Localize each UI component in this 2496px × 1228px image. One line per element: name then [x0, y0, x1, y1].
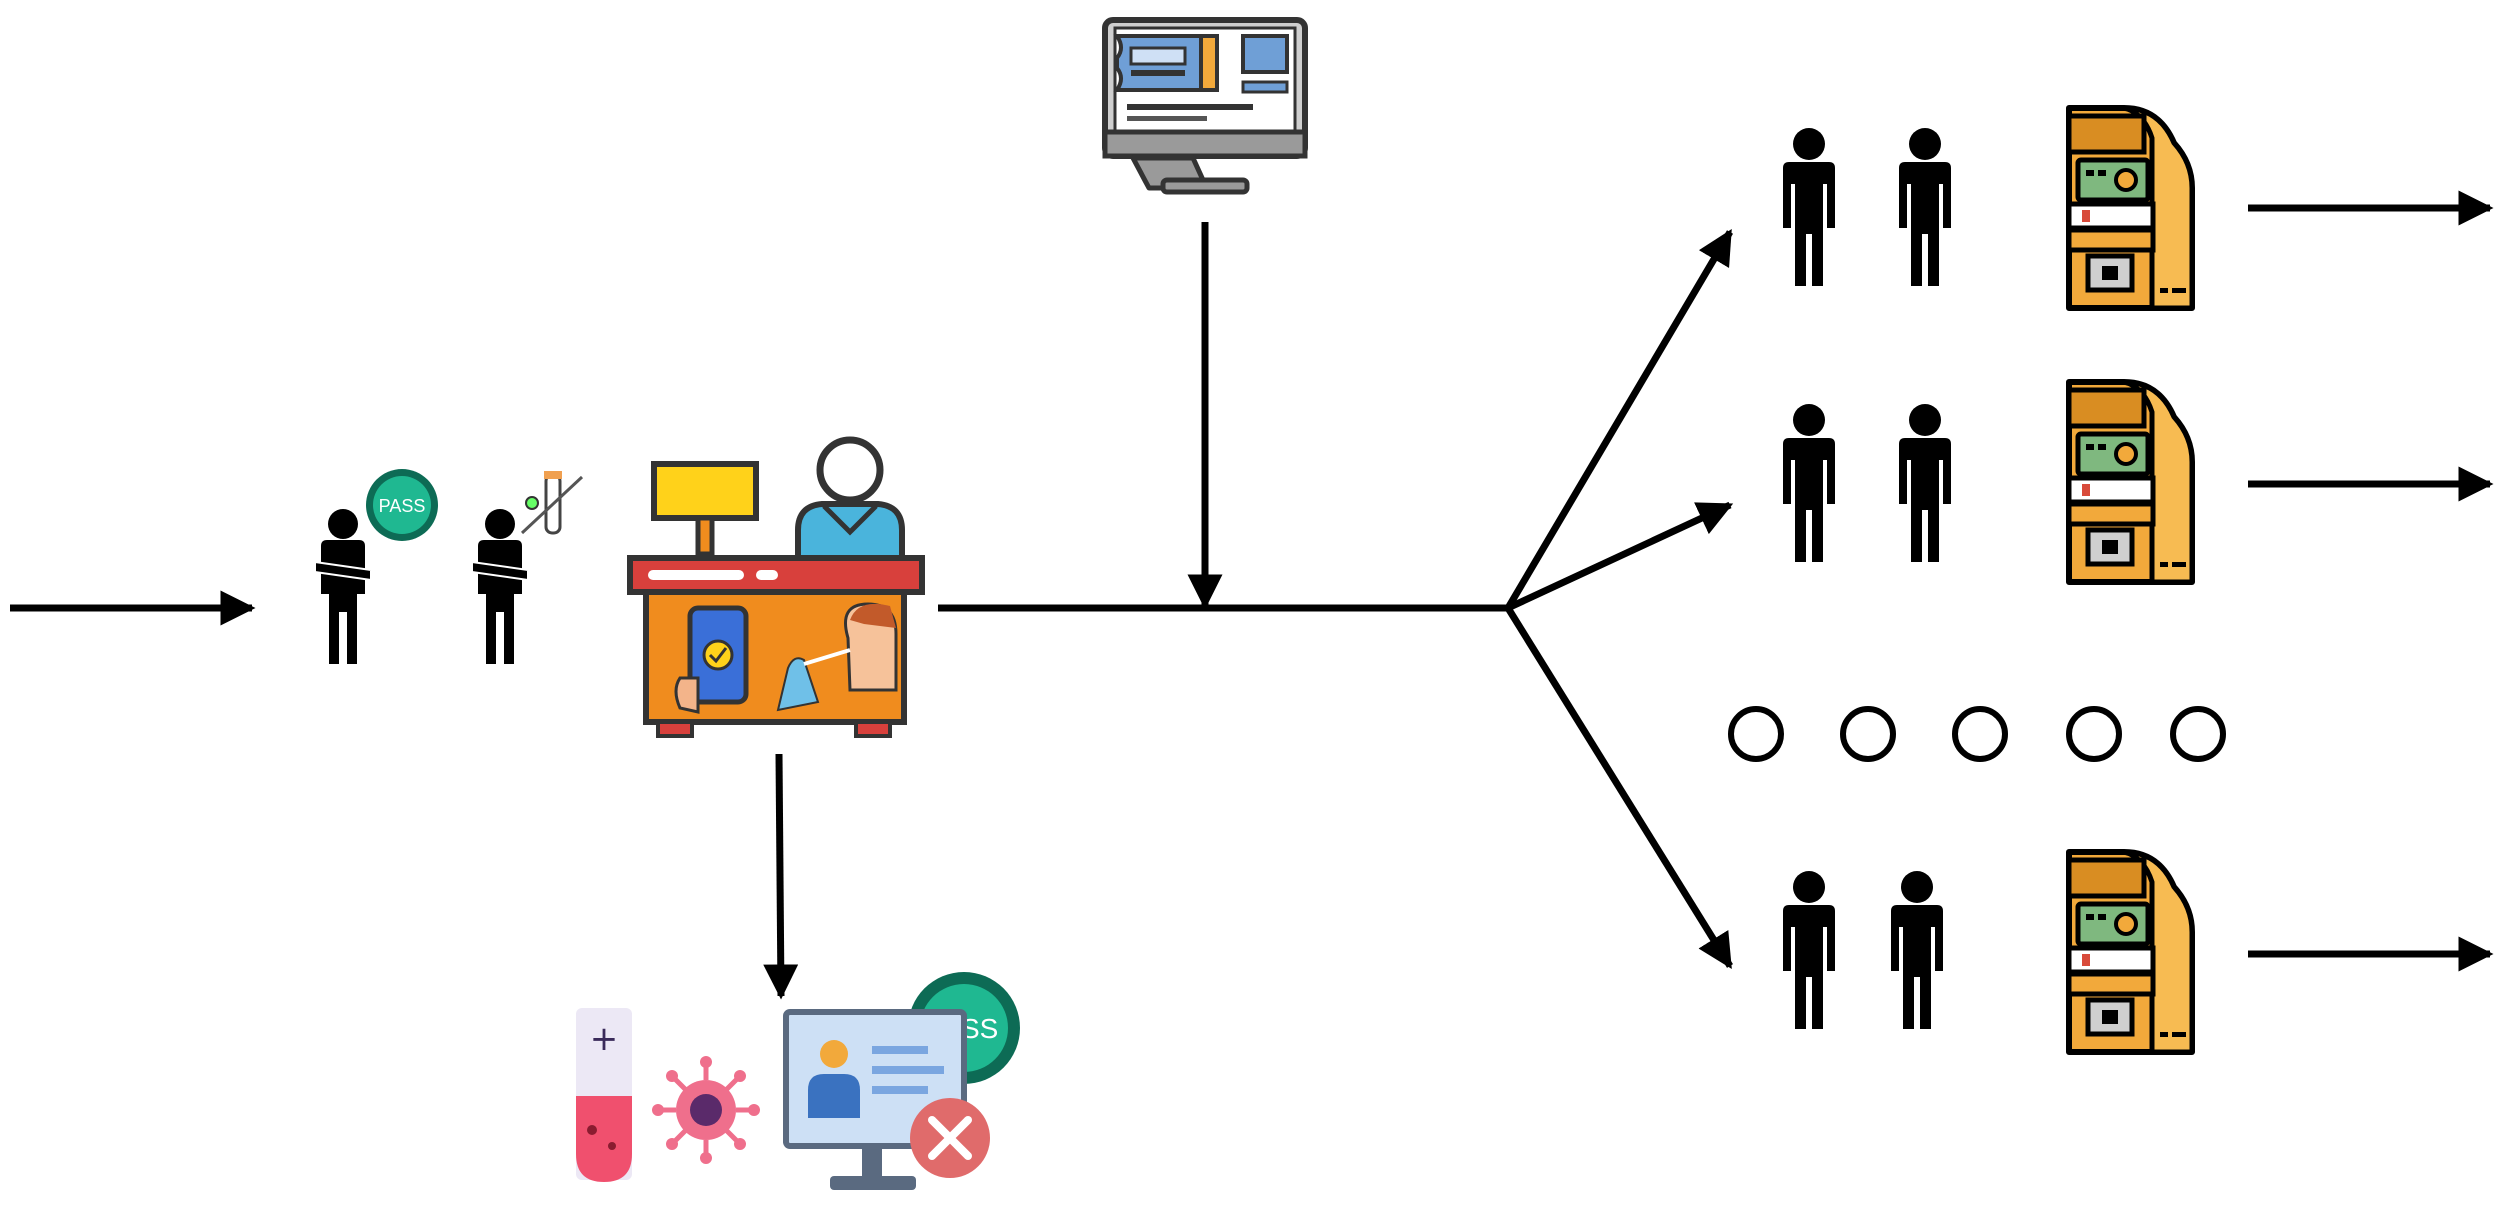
- checkin-desk-icon: [627, 436, 925, 738]
- tube-plus-icon: +: [590, 1019, 619, 1059]
- result-arrow-icon: [763, 753, 799, 1000]
- test-tube-swab-icon: [520, 471, 584, 535]
- branch-arrow-3-icon: [1505, 606, 1733, 969]
- ellipsis-circles-icon: [1728, 706, 2226, 762]
- arcade-machine-3-icon: [2069, 852, 2192, 1052]
- branch-arrow-2-icon: [1506, 501, 1734, 612]
- arcade-machine-1-icon: [2069, 108, 2192, 308]
- pass-badge-label: PASS: [379, 496, 426, 516]
- test-result-rejected-icon: + PASS: [576, 972, 1020, 1190]
- pass-badge-icon: PASS: [366, 469, 438, 541]
- player-group-3-icon: [1783, 871, 1943, 1029]
- branch-arrow-1-icon: [1504, 228, 1734, 610]
- player-group-1-icon: [1783, 128, 1951, 286]
- player-group-2-icon: [1783, 404, 1951, 562]
- connectors: [10, 190, 2494, 1000]
- arcade-machine-2-icon: [2069, 382, 2192, 582]
- ticketing-computer-icon: [1102, 17, 1308, 195]
